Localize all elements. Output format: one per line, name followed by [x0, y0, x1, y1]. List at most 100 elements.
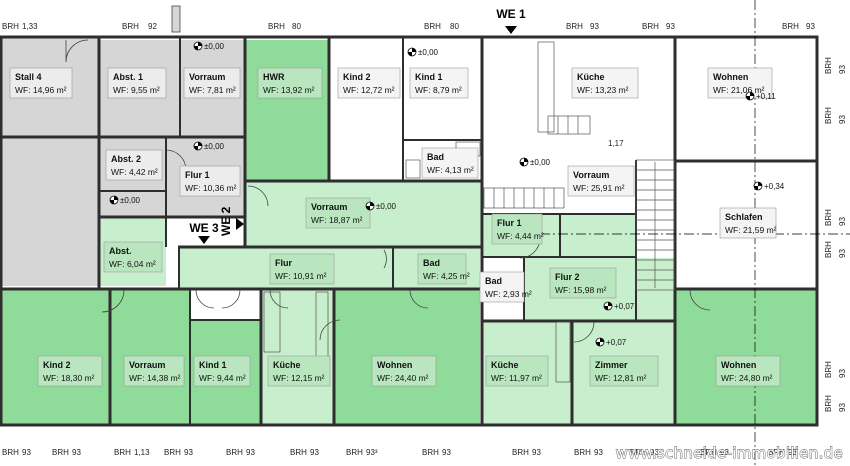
level-markers: ±0,00±0,00±0,00±0,00±0,00±0,00+0,11+0,34… — [109, 41, 785, 347]
room-name: Stall 4 — [15, 72, 42, 82]
room-area: WF: 9,44 m² — [199, 373, 246, 383]
room-area: WF: 4,44 m² — [497, 231, 544, 241]
level-marker: ±0,00 — [519, 157, 551, 167]
dimension-text: BRH — [512, 448, 529, 457]
room-label-box — [417, 253, 467, 285]
room-label-flur1-b: Flur 1WF: 4,44 m² — [491, 213, 544, 245]
room-name: Wohnen — [721, 360, 756, 370]
dimension-text: BRH — [422, 448, 439, 457]
room-label-hwr: HWR WF: 13,92 m² — [257, 67, 323, 99]
dimension-text: BRH — [122, 22, 139, 31]
level-symbol-fill — [408, 48, 416, 56]
dimension-text: 93 — [310, 448, 319, 457]
room-label-box — [571, 67, 639, 99]
room-label-box — [193, 355, 251, 387]
room-name: Wohnen — [713, 72, 748, 82]
room-name: Bad — [427, 152, 444, 162]
room-area: WF: 12,81 m² — [595, 373, 647, 383]
room-name: Flur — [275, 258, 292, 268]
room-name: HWR — [263, 72, 285, 82]
level-value: ±0,00 — [204, 142, 225, 151]
room-label-box — [719, 207, 777, 239]
dimension-text: 1,13 — [134, 448, 150, 457]
dimension-text: BRH — [52, 448, 69, 457]
room-label-box — [491, 213, 543, 245]
we2-label: WE 2 — [219, 206, 233, 236]
level-value: ±0,00 — [204, 42, 225, 51]
dimension-text: 1,33 — [22, 22, 38, 31]
level-value: +0,07 — [614, 302, 635, 311]
level-marker: ±0,00 — [109, 195, 141, 205]
room-label-box — [183, 67, 241, 99]
dimension-text: 80 — [292, 22, 301, 31]
level-symbol-fill — [596, 338, 604, 346]
level-marker: ±0,00 — [193, 141, 225, 151]
level-symbol-fill — [754, 182, 762, 190]
dimension-text: 93 — [590, 22, 599, 31]
dimension-text: BRH — [824, 361, 833, 378]
level-value: ±0,00 — [120, 196, 141, 205]
room-area: WF: 4,42 m² — [111, 167, 158, 177]
dimension-text: BRH — [574, 448, 591, 457]
room-label-box — [479, 271, 525, 303]
room-label-box — [421, 147, 479, 179]
dimension-text: BRH — [2, 448, 19, 457]
room-area: WF: 18,30 m² — [43, 373, 95, 383]
dimension-text: 93 — [72, 448, 81, 457]
dimension-text: BRH — [642, 22, 659, 31]
level-value: ±0,00 — [418, 48, 439, 57]
dimension-text: BRH — [782, 22, 799, 31]
room-area: WF: 13,92 m² — [263, 85, 315, 95]
dimension-text: BRH — [114, 448, 131, 457]
stair-dimension: 1,17 — [608, 139, 624, 148]
dimension-text: 93 — [666, 22, 675, 31]
dimension-text: 93 — [22, 448, 31, 457]
dimension-text: 93 — [838, 369, 847, 378]
dimension-text: BRH — [700, 448, 717, 457]
room-name: Bad — [485, 276, 502, 286]
room-area: WF: 24,80 m² — [721, 373, 773, 383]
dimension-text: BRH — [290, 448, 307, 457]
dimension-text: BRH — [824, 107, 833, 124]
level-marker: +0,34 — [753, 181, 785, 191]
level-value: ±0,00 — [530, 158, 551, 167]
room-label-box — [107, 67, 167, 99]
dimension-text: 93 — [720, 448, 729, 457]
room-area: WF: 4,25 m² — [423, 271, 470, 281]
room-area: WF: 25,91 m² — [573, 183, 625, 193]
dimension-text: 93³ — [366, 448, 378, 457]
level-symbol-fill — [746, 92, 754, 100]
room-name: Kind 2 — [43, 360, 71, 370]
dimension-text: 93 — [594, 448, 603, 457]
level-symbol-fill — [604, 302, 612, 310]
room-label-box — [179, 165, 241, 197]
room-name: Flur 2 — [555, 272, 580, 282]
room-label-box — [37, 355, 103, 387]
room-name: Kind 1 — [199, 360, 227, 370]
room-label-kind1-a: Kind 1WF: 8,79 m² — [409, 67, 469, 99]
room-area: WF: 18,87 m² — [311, 215, 363, 225]
room-label-abst: Abst.WF: 6,04 m² — [103, 241, 163, 273]
room-label-abst2: Abst. 2WF: 4,42 m² — [105, 149, 163, 181]
room-label-box — [305, 197, 371, 229]
room-area: WF: 10,36 m² — [185, 183, 237, 193]
room-area: WF: 6,04 m² — [109, 259, 156, 269]
room-area: WF: 12,72 m² — [343, 85, 395, 95]
room-label-box — [105, 149, 163, 181]
room-label-kind2-a: Kind 2WF: 12,72 m² — [337, 67, 401, 99]
room-name: Küche — [491, 360, 519, 370]
we3-label: WE 3 — [189, 221, 219, 235]
dimension-text: BRH — [824, 395, 833, 412]
room-label-box — [549, 267, 617, 299]
room-name: Küche — [273, 360, 301, 370]
dimension-text: BRH — [2, 22, 19, 31]
room-area: WF: 4,13 m² — [427, 165, 474, 175]
room-area: WF: 14,96 m² — [15, 85, 67, 95]
dimension-text: 93 — [838, 403, 847, 412]
